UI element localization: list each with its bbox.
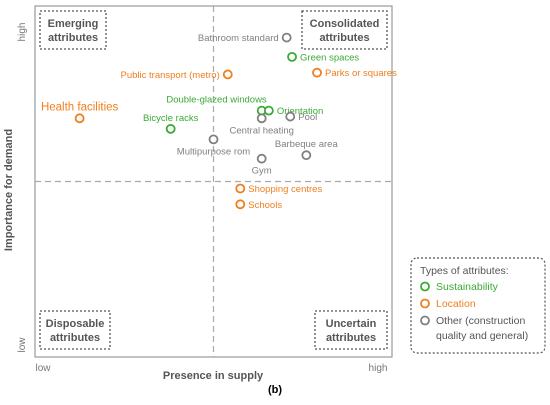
quadrant-label-consolidated-line1: Consolidated: [310, 18, 380, 30]
point-label-bathroom-standard: Bathroom standard: [198, 33, 279, 44]
point-label-multipurpose-rom: Multipurpose rom: [177, 146, 250, 157]
point-bicycle-racks: [165, 123, 176, 134]
point-gym: [256, 153, 267, 164]
point-label-parks-or-squares: Parks or squares: [325, 68, 397, 79]
quadrant-label-consolidated: Consolidated attributes: [301, 10, 388, 50]
point-label-pool: Pool: [298, 112, 317, 123]
point-parks-or-squares: [312, 67, 322, 78]
legend: Types of attributes: SustainabilityLocat…: [410, 257, 546, 354]
y-axis-title: Importance for demand: [3, 129, 15, 251]
point-orientation: [263, 105, 274, 116]
quadrant-label-emerging: Emerging attributes: [39, 10, 107, 50]
point-label-health-facilities: Health facilities: [41, 101, 119, 113]
point-barbeque-area: [301, 150, 312, 161]
point-multipurpose-rom: [208, 134, 219, 145]
quadrant-label-emerging-line1: Emerging: [48, 18, 99, 30]
x-tick-high: high: [369, 363, 388, 374]
point-label-double-glazed-windows: Double-glazed windows: [166, 95, 267, 106]
point-label-orientation: Orientation: [277, 106, 323, 117]
quadrant-label-uncertain-line1: Uncertain: [326, 318, 377, 330]
point-label-barbeque-area: Barbeque area: [275, 139, 339, 150]
point-label-public-transport-metro: Public transport (metro): [121, 70, 220, 81]
quadrant-label-uncertain: Uncertain attributes: [314, 310, 388, 350]
legend-title: Types of attributes:: [420, 265, 509, 277]
point-public-transport-metro: [222, 69, 233, 80]
point-label-schools: Schools: [248, 200, 282, 211]
quadrant-label-emerging-line2: attributes: [48, 32, 98, 44]
x-tick-low: low: [35, 363, 51, 374]
legend-label-other: Other (construction: [436, 315, 525, 327]
y-tick-high: high: [17, 23, 28, 42]
point-schools: [235, 199, 246, 210]
legend-marker-other: [420, 315, 430, 326]
point-label-central-heating: Central heating: [229, 125, 293, 136]
point-label-bicycle-racks: Bicycle racks: [143, 113, 199, 124]
legend-box: [410, 257, 546, 354]
quadrant-label-uncertain-line2: attributes: [326, 332, 376, 344]
legend-marker-location: [420, 298, 430, 309]
point-green-spaces: [287, 51, 297, 62]
legend-marker-sustainability: [420, 281, 430, 292]
point-label-green-spaces: Green spaces: [300, 52, 359, 63]
legend-label-other-line2: quality and general): [436, 330, 528, 342]
point-bathroom-standard: [281, 32, 292, 43]
point-health-facilities: [74, 113, 85, 124]
x-axis-title: Presence in supply: [163, 370, 264, 382]
figure-label: (b): [268, 384, 282, 396]
legend-label-location: Location: [436, 298, 476, 310]
y-tick-low: low: [17, 337, 28, 353]
point-label-shopping-centres: Shopping centres: [248, 184, 322, 195]
quadrant-label-disposable-line1: Disposable: [46, 318, 105, 330]
point-pool: [285, 111, 296, 122]
quadrant-label-disposable: Disposable attributes: [39, 310, 111, 350]
point-shopping-centres: [235, 183, 246, 194]
quadrant-label-consolidated-line2: attributes: [319, 32, 369, 44]
point-label-gym: Gym: [252, 166, 272, 177]
legend-label-sustainability: Sustainability: [436, 281, 499, 293]
quadrant-label-disposable-line2: attributes: [50, 332, 100, 344]
point-central-heating: [256, 113, 267, 124]
